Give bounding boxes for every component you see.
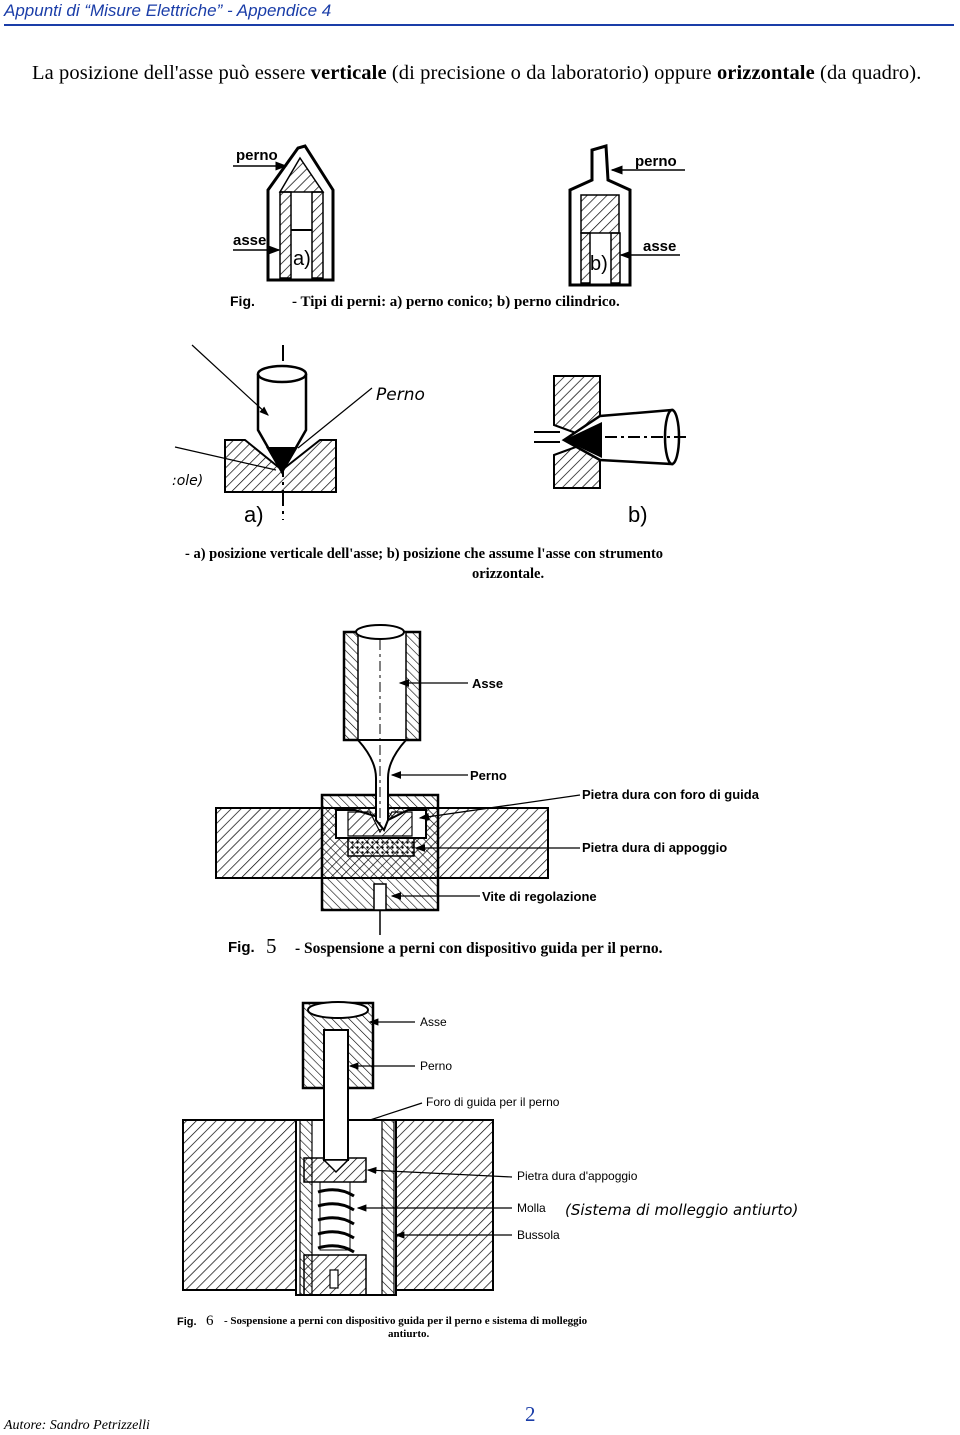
fig2-caption-line2: orizzontale. (472, 566, 544, 582)
fig5-caption-prefix: Fig. (228, 939, 255, 956)
fig6-label-foro: Foro di guida per il perno (426, 1095, 560, 1109)
intro-text-2: (di precisione o da laboratorio) oppure (386, 62, 717, 84)
fig6-spring (317, 1188, 355, 1254)
fig5-caption-number: 5 (266, 934, 277, 958)
fig6-caption-line1: - Sospensione a perni con dispositivo gu… (224, 1315, 588, 1327)
intro-bold-verticale: verticale (310, 62, 387, 84)
fig6-handwritten-note: (Sistema di molleggio antiurto) (565, 1201, 798, 1219)
fig1-diagram: perno asse a) perno asse b) (233, 144, 685, 287)
fig6-caption-number: 6 (206, 1313, 214, 1329)
fig6-label-perno: Perno (420, 1059, 452, 1073)
fig1-tag-b: b) (590, 253, 608, 275)
header-title: Appunti di “Misure Elettriche” - Appendi… (4, 1, 332, 20)
footer-author: Autore: Sandro Petrizzelli (4, 1418, 150, 1433)
fig6-label-molla: Molla (517, 1201, 546, 1215)
fig2-diagram: Perno :ole) a) b) (172, 344, 690, 527)
fig1-caption: - Tipi di perni: a) perno conico; b) per… (292, 294, 620, 310)
fig2-handwritten-perno: Perno (376, 385, 425, 405)
fig2-handwritten-left: :ole) (172, 473, 203, 489)
fig1-label-asse-a: asse (233, 232, 266, 249)
fig6-diagram (182, 1001, 513, 1296)
intro-paragraph: La posizione dell'asse può essere vertic… (6, 60, 956, 86)
fig2-tag-b: b) (628, 502, 648, 527)
fig1-tag-a: a) (293, 248, 311, 270)
fig5-label-asse: Asse (472, 676, 503, 691)
intro-bold-orizzontale: orizzontale (716, 62, 815, 84)
fig6-caption-line2: antiurto. (388, 1328, 430, 1340)
intro-text-1: La posizione dell'asse può essere (32, 62, 311, 84)
fig5-label-perno: Perno (470, 768, 507, 783)
fig1-label-asse-b: asse (643, 238, 676, 255)
fig5-label-vite: Vite di regolazione (482, 889, 597, 904)
fig6-label-bussola: Bussola (517, 1228, 560, 1242)
fig5-label-pietra-guida: Pietra dura con foro di guida (582, 787, 760, 802)
fig2-tag-a: a) (244, 502, 264, 527)
page-header: Appunti di “Misure Elettriche” - Appendi… (4, 0, 954, 26)
page-number: 2 (525, 1402, 536, 1426)
fig6-label-pietra: Pietra dura d'appoggio (517, 1169, 638, 1183)
fig1-label-perno-b: perno (635, 153, 677, 170)
fig6-label-asse: Asse (420, 1015, 447, 1029)
fig2-b-horizontal-axis (534, 375, 690, 489)
fig1-label-perno-a: perno (236, 147, 278, 164)
intro-text-3: (da quadro). (814, 62, 922, 84)
fig1-a-conical-pivot (233, 144, 335, 282)
fig5-label-pietra-appoggio: Pietra dura di appoggio (582, 840, 727, 855)
fig2-caption-line1: - a) posizione verticale dell'asse; b) p… (185, 546, 663, 562)
fig5-caption: - Sospensione a perni con dispositivo gu… (295, 940, 663, 957)
fig1-caption-prefix: Fig. (230, 293, 255, 309)
fig2-a-vertical-axis (174, 344, 373, 520)
fig6-caption-prefix: Fig. (177, 1316, 197, 1328)
fig1-b-cylindrical-pivot (568, 144, 685, 287)
fig5-diagram (215, 624, 581, 935)
